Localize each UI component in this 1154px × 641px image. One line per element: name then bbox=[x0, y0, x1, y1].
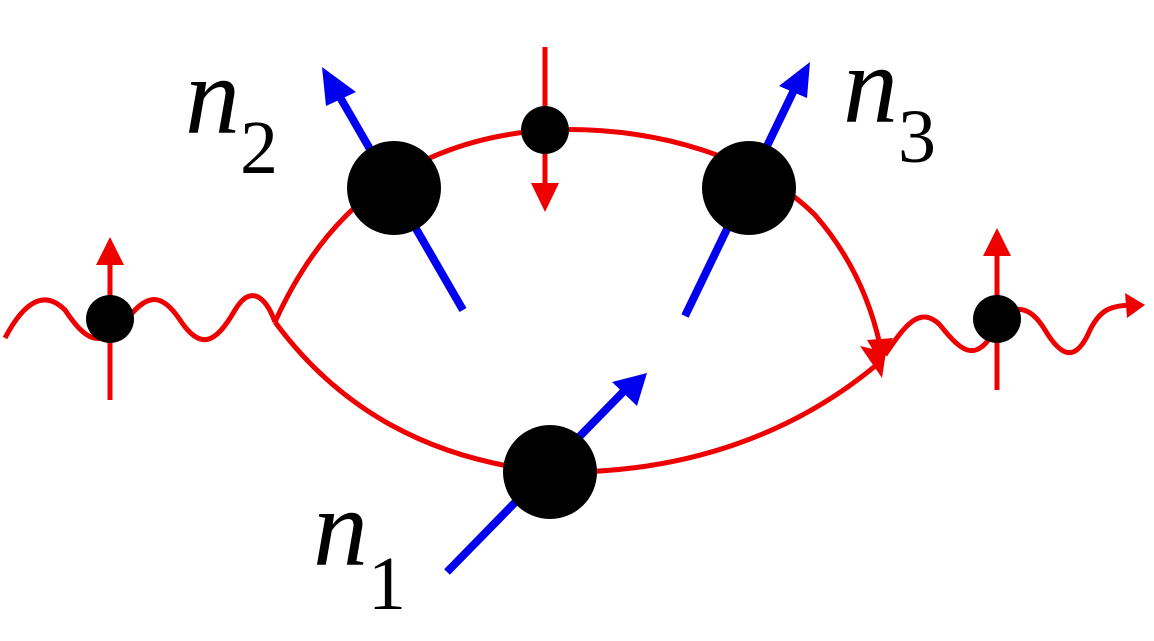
top-spin-arrowhead bbox=[531, 183, 559, 212]
vector-n2-arrowhead bbox=[322, 67, 356, 106]
vertex-n3 bbox=[702, 141, 796, 235]
upper-propagator-arrowhead bbox=[867, 338, 893, 362]
label-n3-subscript: 3 bbox=[898, 95, 936, 179]
label-n2: n2 bbox=[185, 35, 278, 190]
incoming-wavy-line bbox=[2, 293, 278, 343]
outgoing-spin-arrowhead bbox=[983, 228, 1011, 256]
label-n1: n1 bbox=[313, 467, 406, 626]
vector-n3-arrowhead bbox=[779, 62, 810, 98]
vector-n1-arrowhead bbox=[612, 373, 647, 406]
vertex-top bbox=[521, 106, 569, 154]
label-n1-subscript: 1 bbox=[368, 542, 406, 626]
vertex-n2 bbox=[347, 141, 441, 235]
label-n2-subscript: 2 bbox=[240, 106, 278, 190]
vertex-incoming bbox=[86, 295, 134, 343]
label-n1-main: n bbox=[313, 467, 368, 589]
vertex-outgoing bbox=[973, 295, 1021, 343]
lower-propagator-arrowhead bbox=[860, 346, 886, 378]
label-n2-main: n bbox=[185, 35, 240, 157]
outgoing-arrowhead bbox=[1125, 293, 1145, 318]
incoming-spin-arrowhead bbox=[96, 237, 124, 265]
label-n3-main: n bbox=[843, 24, 898, 146]
label-n3: n3 bbox=[843, 24, 936, 179]
vertex-n1 bbox=[503, 425, 597, 519]
